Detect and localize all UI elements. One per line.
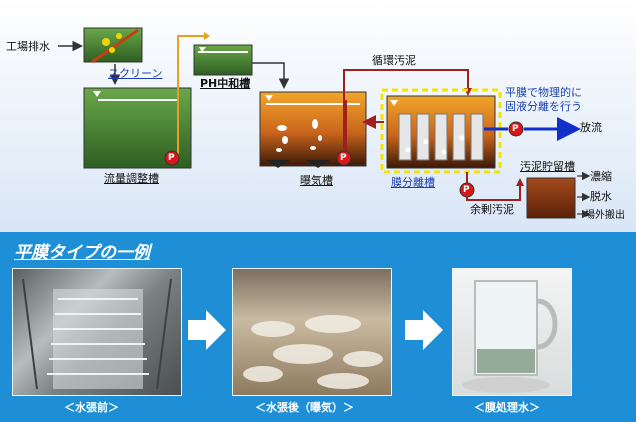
sludge-storage-label: 汚泥貯留槽 xyxy=(520,160,575,173)
screen-bar xyxy=(91,28,139,64)
callout-line2: 固液分離を行う xyxy=(505,100,582,113)
pump-icon-discharge xyxy=(508,121,524,137)
photo-before-filling xyxy=(12,268,182,396)
photo-caption: ＜膜処理水＞ xyxy=(474,401,540,414)
membrane-racks-image xyxy=(22,278,172,390)
aeration-image xyxy=(243,315,383,389)
pump-icon-equalization xyxy=(164,150,180,166)
aeration-label: 曝気槽 xyxy=(300,174,333,187)
ph-neutralization-tank xyxy=(193,44,253,76)
glass-image xyxy=(462,280,558,393)
return-sludge-line xyxy=(343,69,469,158)
arrow-right-icon xyxy=(405,310,443,350)
pump-icon-aeration xyxy=(336,150,352,166)
section-title: 平膜タイプの一例 xyxy=(14,243,150,263)
debris-icon xyxy=(102,38,110,46)
arrow-right-icon xyxy=(188,310,226,350)
membrane-label: 膜分離槽 xyxy=(391,176,435,189)
pump-label: P xyxy=(463,185,470,195)
discharge-label: 放流 xyxy=(580,121,602,134)
dewatering-label: 脱水 xyxy=(590,190,612,203)
pump-label: P xyxy=(512,124,519,134)
flow-svg xyxy=(58,27,591,219)
photo-caption: ＜水張前＞ xyxy=(64,401,119,414)
pump-label: P xyxy=(168,153,175,163)
process-flow-diagram: P P P P 工場排水 スクリーン PH中和槽 流量調整槽 曝気槽 膜分離槽 … xyxy=(0,0,636,232)
factory-wastewater-label: 工場排水 xyxy=(6,40,50,53)
excess-sludge-line xyxy=(466,185,521,201)
photo-treated-water xyxy=(452,268,572,396)
screen-label: スクリーン xyxy=(108,67,163,80)
callout-line1: 平膜で物理的に xyxy=(505,86,582,99)
excess-sludge-label: 余剰汚泥 xyxy=(470,203,514,216)
sludge-storage-tank xyxy=(526,177,576,219)
concentration-label: 濃縮 xyxy=(590,170,612,183)
membrane-modules xyxy=(398,113,484,161)
offsite-label: 場外搬出 xyxy=(585,210,625,221)
pump-label: P xyxy=(340,153,347,163)
photo-caption: ＜水張後（曝気）＞ xyxy=(255,401,354,414)
pump-icon-excess xyxy=(459,182,475,198)
flow-equalization-label: 流量調整槽 xyxy=(104,172,159,185)
return-sludge-label: 循環汚泥 xyxy=(372,54,416,67)
photo-after-filling xyxy=(232,268,392,396)
ph-tank-label: PH中和槽 xyxy=(200,77,251,90)
